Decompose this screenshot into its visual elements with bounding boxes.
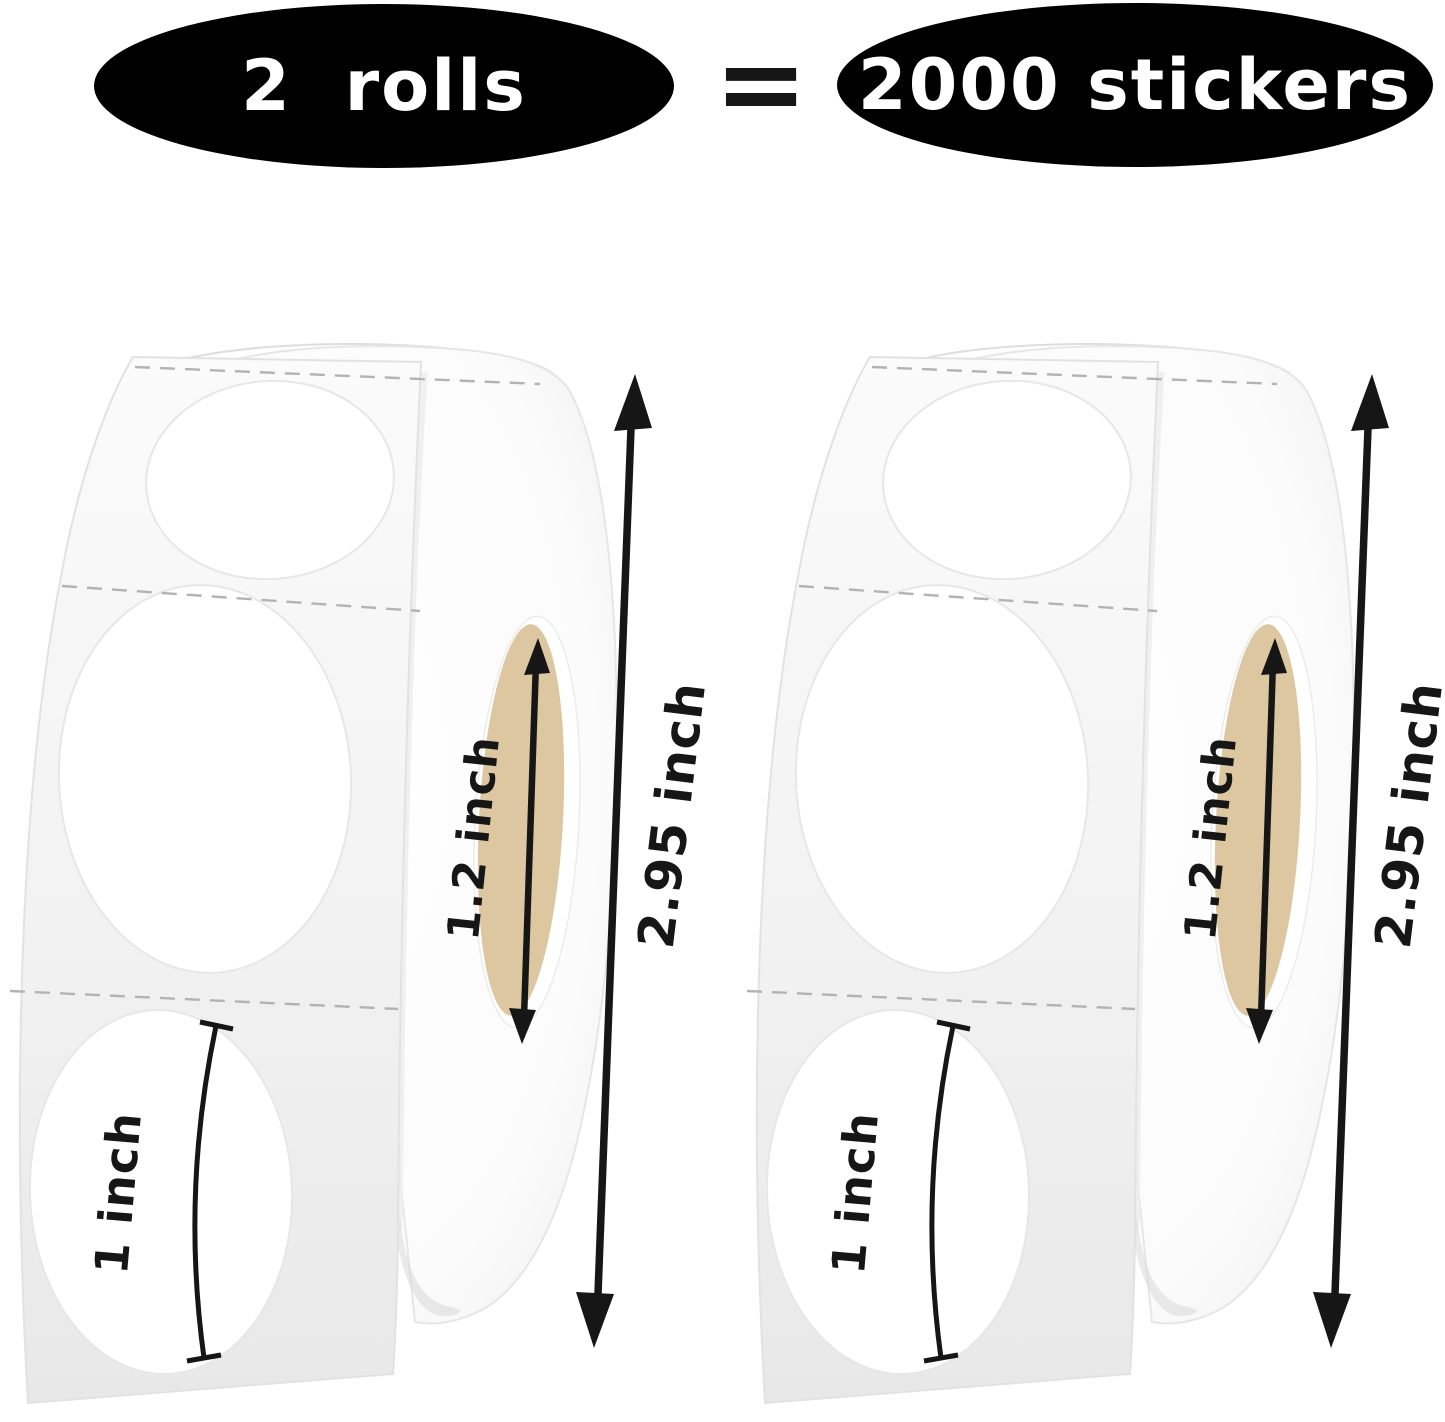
right-height-label: 2.95 inch (1364, 679, 1445, 952)
left-height-label: 2.95 inch (627, 679, 717, 952)
equals-sign: = (714, 19, 808, 149)
header: 2 rolls = 2000 stickers (94, 3, 1433, 168)
left-badge-text: 2 rolls (241, 45, 527, 127)
right-badge-text: 2000 stickers (858, 44, 1412, 126)
right-badge-oval (837, 3, 1433, 167)
left-badge-oval (94, 4, 674, 168)
